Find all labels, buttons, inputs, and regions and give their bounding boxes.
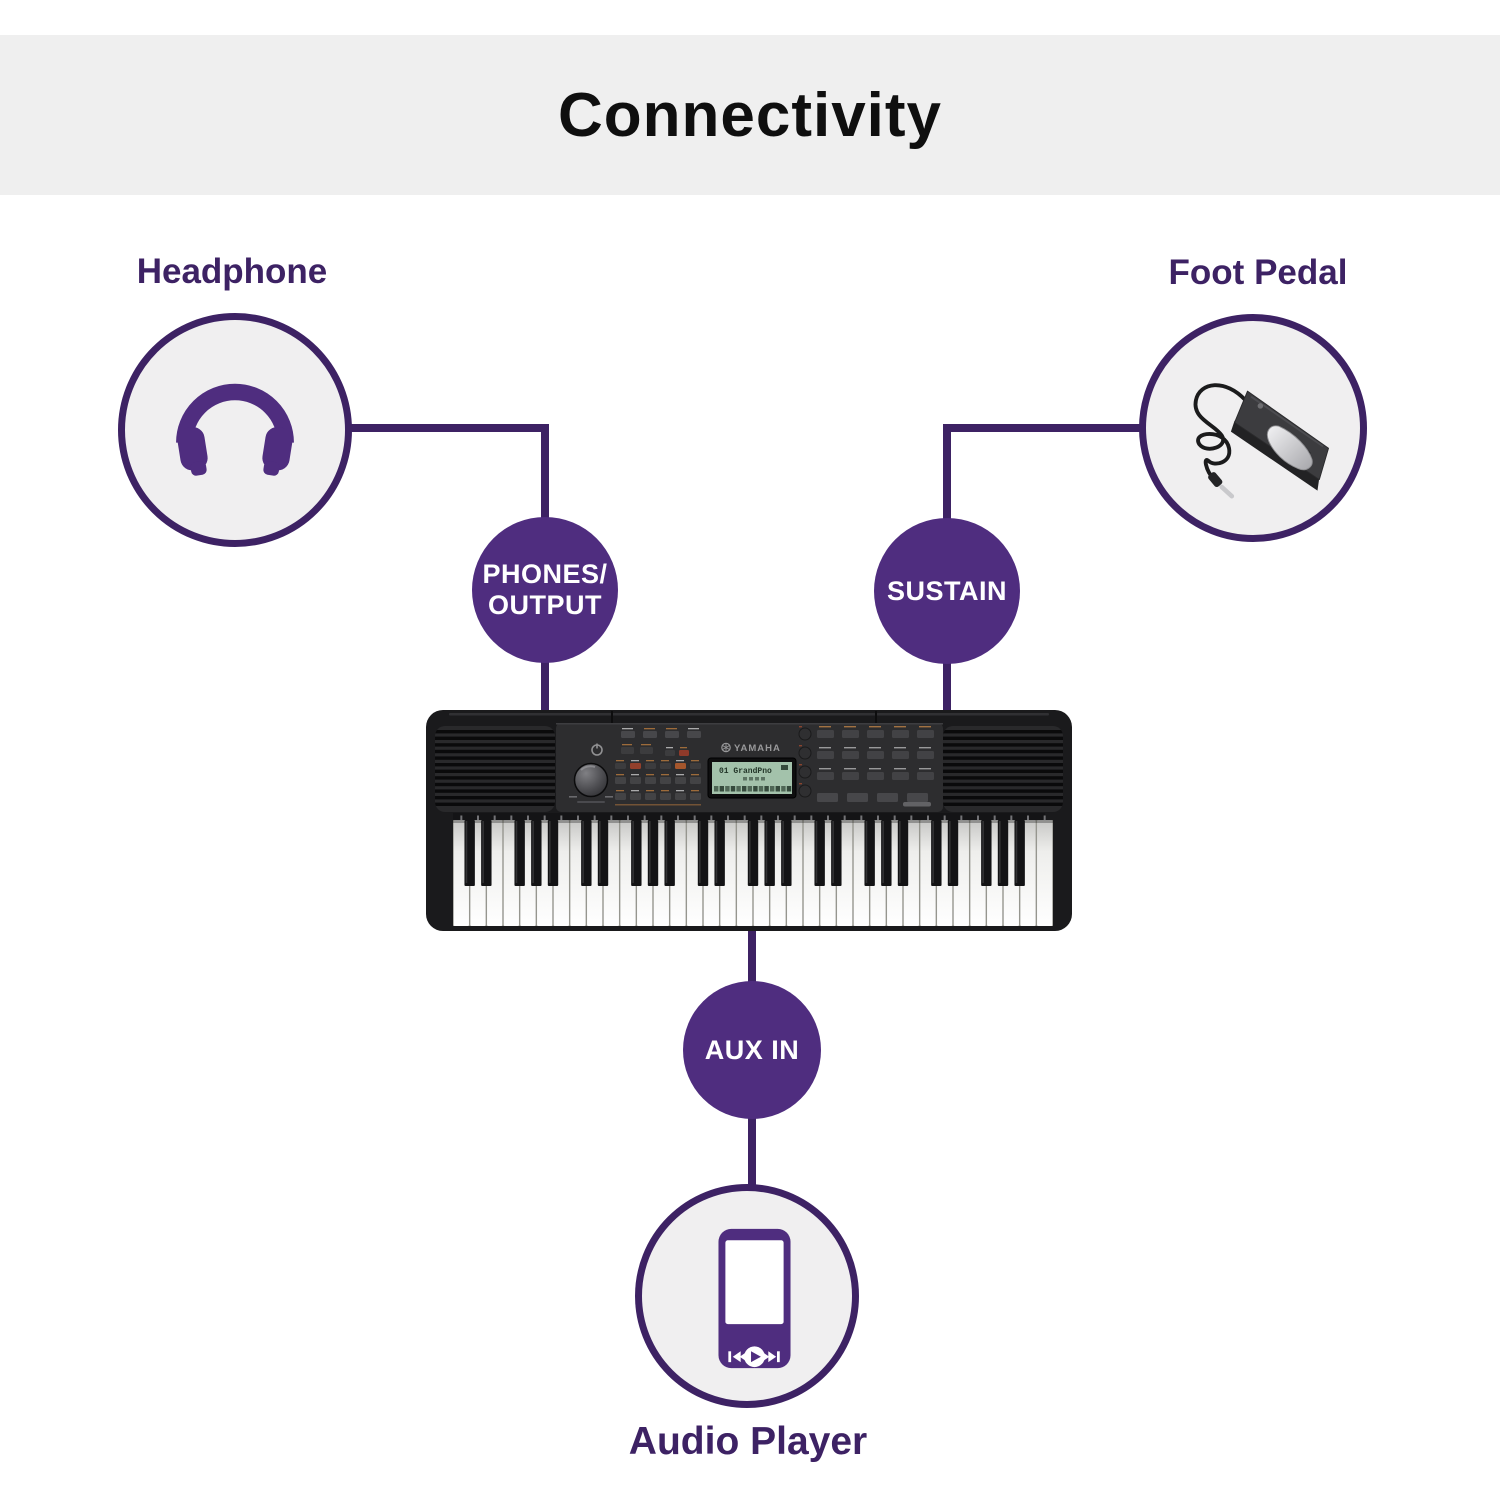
sustain-label: SUSTAIN	[886, 575, 1007, 606]
sustain-pedal-icon	[1148, 323, 1358, 533]
phones-output-label-line2: OUTPUT	[488, 590, 602, 620]
yamaha-keyboard-image: YAMAHA 01 GrandPno	[426, 710, 1072, 931]
headphones-icon	[159, 370, 311, 490]
power-button-icon	[591, 743, 603, 756]
piano-keys	[453, 820, 1053, 926]
phones-output-port: PHONES/ OUTPUT	[472, 517, 618, 663]
headphone-circle	[118, 313, 352, 547]
page-title: Connectivity	[557, 80, 943, 150]
svg-text:01 GrandPno: 01 GrandPno	[719, 767, 772, 776]
media-player-icon	[717, 1227, 792, 1370]
header-band: Connectivity	[0, 35, 1500, 195]
audio-player-circle	[635, 1184, 859, 1408]
connector-footpedal-horizontal	[943, 424, 1142, 432]
phones-output-label-line1: PHONES/	[482, 559, 608, 589]
volume-knob	[569, 762, 613, 803]
svg-text:YAMAHA: YAMAHA	[734, 743, 781, 754]
yamaha-logo: YAMAHA	[721, 742, 781, 754]
sustain-port: SUSTAIN	[874, 518, 1020, 664]
aux-in-port: AUX IN	[683, 981, 821, 1119]
lcd-display: 01 GrandPno	[707, 757, 797, 799]
next-track-icon	[761, 1351, 780, 1363]
audio-player-label: Audio Player	[628, 1420, 868, 1463]
foot-pedal-circle	[1139, 314, 1367, 542]
foot-pedal-label: Foot Pedal	[1168, 253, 1348, 292]
aux-in-label: AUX IN	[704, 1034, 800, 1065]
headphone-label: Headphone	[136, 252, 328, 291]
connector-headphone-horizontal	[348, 424, 549, 432]
play-icon	[744, 1346, 765, 1368]
